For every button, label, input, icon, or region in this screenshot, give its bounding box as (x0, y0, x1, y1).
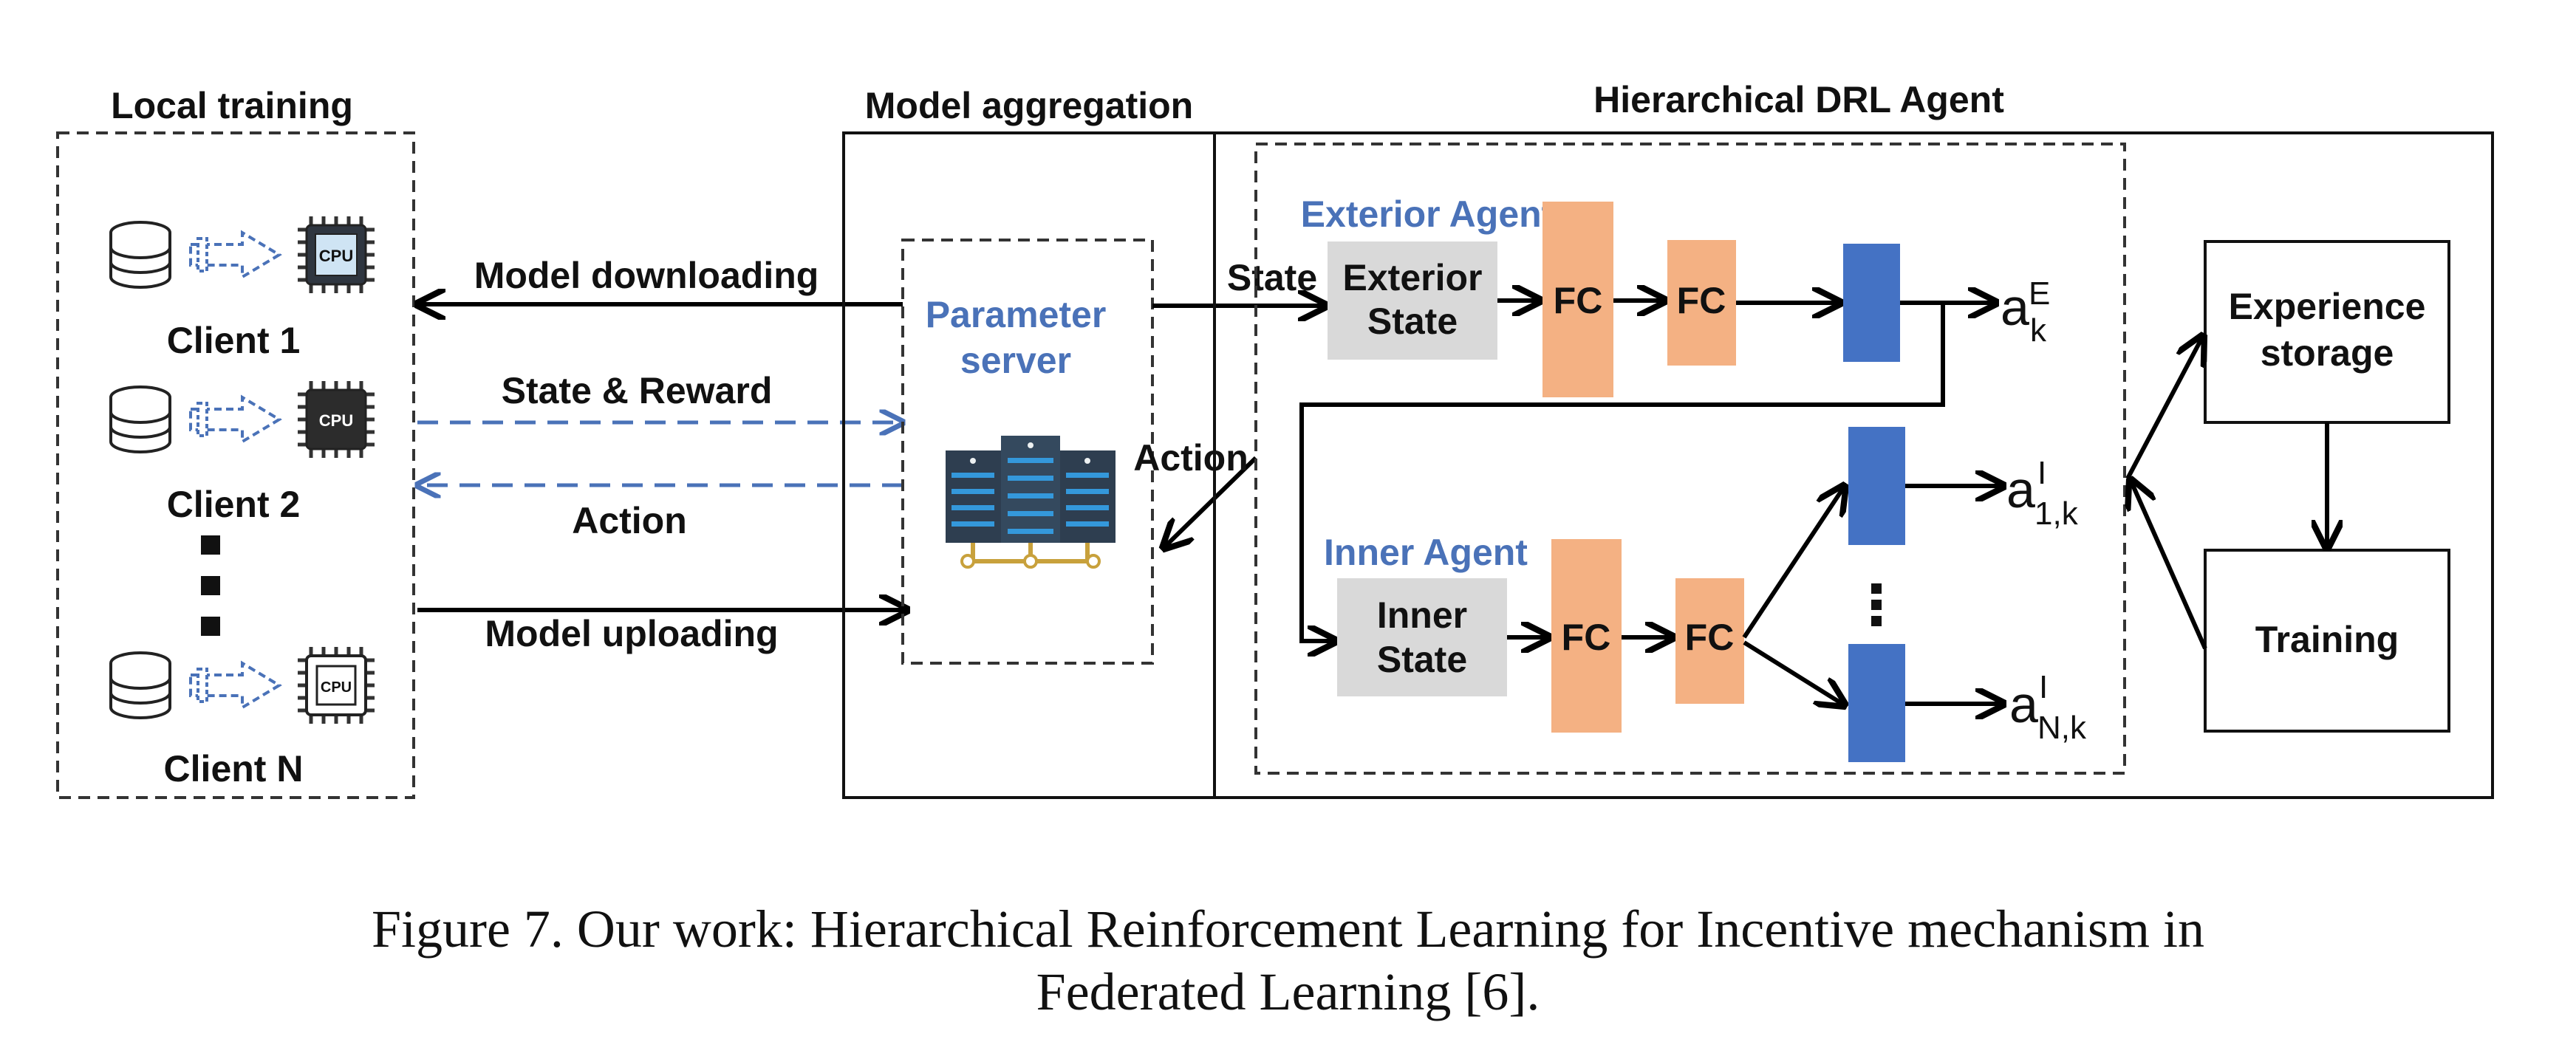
model-aggregation-title: Model aggregation (865, 85, 1193, 126)
client-2: CPU Client 2 (109, 381, 375, 525)
fc-label: FC (1677, 280, 1726, 321)
cpu-chip-icon: CPU (298, 647, 375, 724)
client-ellipsis (201, 535, 220, 636)
local-training-panel (56, 131, 415, 799)
client-n-label: Client N (164, 748, 304, 789)
exterior-state-label-2: State (1367, 301, 1458, 342)
exterior-state-box (1328, 241, 1497, 360)
fc-label: FC (1685, 617, 1735, 658)
hierarchical-agent-panel (1213, 131, 2494, 799)
training-to-agent-arrow (2131, 480, 2207, 650)
inner-action-symbol-first: a I 1,k (2006, 455, 2079, 532)
inner-action-symbol-last: a I N,k (2009, 669, 2087, 746)
cpu-chip-icon: CPU (298, 216, 375, 293)
inner-output-layer-first (1848, 427, 1905, 545)
hollow-arrow-icon (189, 396, 281, 443)
figure-caption-line-1: Figure 7. Our work: Hierarchical Reinfor… (371, 899, 2205, 959)
inner-branch-arrow-last (1743, 640, 1845, 705)
svg-text:a: a (2009, 676, 2038, 733)
state-label: State (1227, 257, 1317, 298)
exterior-agent-title: Exterior Agent (1301, 193, 1554, 235)
svg-text:I: I (2039, 669, 2048, 705)
experience-storage-label-1: Experience (2229, 286, 2426, 327)
exterior-fc-layer-1 (1542, 202, 1613, 397)
framework-diagram: Local training CPU Client 1 CPU Client 2 (56, 79, 2494, 799)
inner-state-box (1337, 578, 1507, 696)
action-to-server-arrow (1164, 456, 1258, 548)
exterior-output-layer (1843, 244, 1900, 362)
inner-fc-layer-1 (1551, 539, 1622, 733)
figure-caption-line-2: Federated Learning [6]. (1036, 962, 1540, 1021)
action-flow-label: Action (572, 500, 687, 541)
client-1-label: Client 1 (167, 320, 301, 361)
svg-text:E: E (2029, 275, 2050, 312)
exterior-action-symbol: a E k (2001, 275, 2050, 349)
agent-network-box (1254, 143, 2126, 775)
state-reward-label: State & Reward (502, 370, 773, 411)
svg-text:N,k: N,k (2037, 710, 2087, 746)
hierarchical-agent-title: Hierarchical DRL Agent (1593, 79, 2004, 120)
exterior-to-inner-arrow (1299, 303, 1945, 641)
parameter-server-subtitle: server (960, 340, 1071, 381)
training-box (2204, 549, 2450, 733)
inner-state-label-1: Inner (1377, 594, 1467, 636)
client-n: CPU Client N (109, 647, 375, 789)
agent-to-experience-arrow (2125, 336, 2203, 480)
database-icon (109, 651, 171, 719)
svg-text:a: a (2001, 278, 2029, 336)
experience-storage-label-2: storage (2261, 332, 2394, 374)
hollow-arrow-icon (189, 662, 281, 709)
exterior-fc-layer-2 (1667, 240, 1736, 366)
cpu-chip-label: CPU (319, 247, 353, 265)
action-label: Action (1133, 437, 1248, 479)
hollow-arrow-icon (189, 231, 281, 278)
svg-text:1,k: 1,k (2035, 496, 2079, 532)
server-rack-icon (946, 436, 1116, 569)
inner-output-ellipsis (1871, 583, 1882, 626)
inner-state-label-2: State (1377, 639, 1467, 680)
exterior-state-label-1: Exterior (1343, 257, 1483, 298)
inner-fc-layer-2 (1675, 578, 1744, 704)
fc-label: FC (1554, 280, 1603, 321)
svg-text:k: k (2030, 312, 2047, 349)
model-upload-label: Model uploading (485, 613, 778, 654)
local-training-title: Local training (111, 85, 353, 126)
cpu-chip-icon: CPU (298, 381, 375, 458)
database-icon (109, 385, 171, 453)
parameter-server-box (901, 239, 1154, 665)
client-1: CPU Client 1 (109, 216, 375, 361)
client-2-label: Client 2 (167, 484, 301, 525)
cpu-chip-label: CPU (319, 411, 353, 430)
inner-agent-title: Inner Agent (1324, 532, 1528, 573)
inner-branch-arrow-first (1742, 486, 1845, 639)
database-icon (109, 221, 171, 289)
training-label: Training (2255, 619, 2399, 660)
svg-text:a: a (2006, 461, 2035, 518)
model-download-label: Model downloading (474, 255, 819, 296)
svg-text:I: I (2037, 455, 2046, 491)
cpu-chip-label: CPU (321, 679, 352, 696)
fc-label: FC (1562, 617, 1611, 658)
parameter-server-title: Parameter (926, 294, 1107, 335)
inner-output-layer-last (1848, 644, 1905, 762)
